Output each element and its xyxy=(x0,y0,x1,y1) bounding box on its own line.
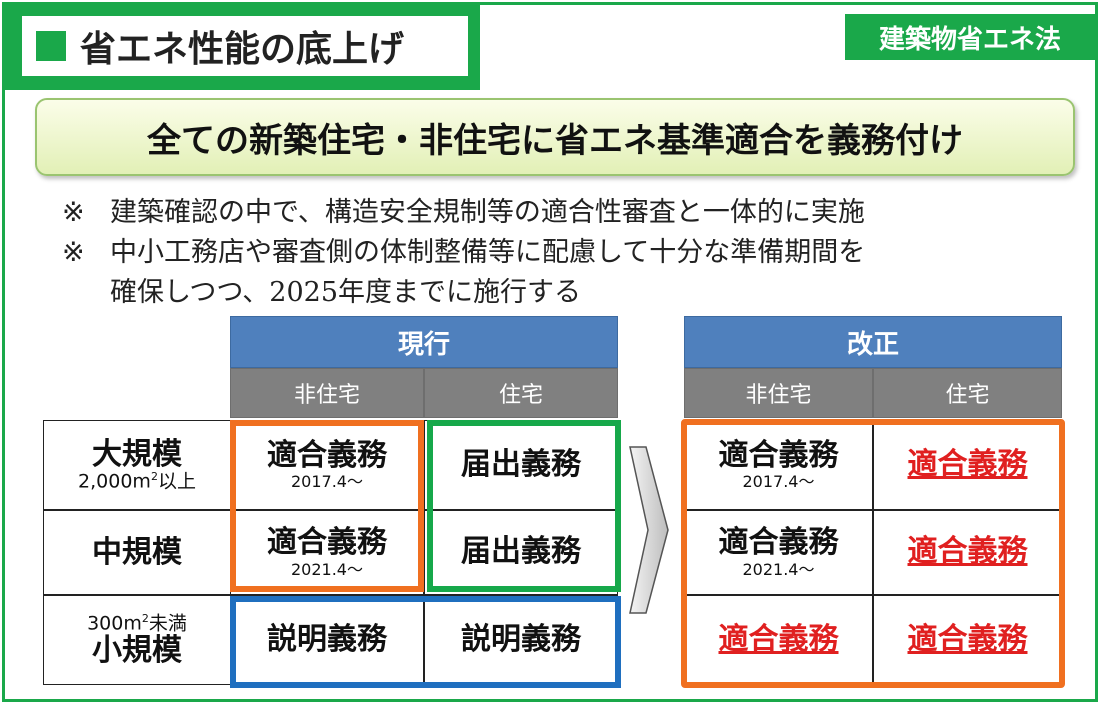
note-2-continued: 確保しつつ、2025年度までに施行する xyxy=(110,277,582,308)
current-col-residential: 住宅 xyxy=(424,368,618,418)
revised-large-residential: 適合義務 xyxy=(873,420,1062,510)
revised-medium-residential: 適合義務 xyxy=(873,510,1062,595)
revised-small-residential: 適合義務 xyxy=(873,595,1062,685)
revised-small-nonresidential: 適合義務 xyxy=(684,595,873,685)
current-medium-residential: 届出義務 xyxy=(424,510,618,595)
row-label-large: 大規模 2,000m2以上 xyxy=(43,420,231,510)
current-header: 現行 xyxy=(230,316,618,368)
current-small-nonresidential: 説明義務 xyxy=(230,595,424,685)
note-1: ※建築確認の中で、構造安全規制等の適合性審査と一体的に実施 xyxy=(62,197,865,228)
current-large-residential: 届出義務 xyxy=(424,420,618,510)
revised-col-nonresidential: 非住宅 xyxy=(684,368,873,418)
reference-mark-icon: ※ xyxy=(62,197,85,228)
page-title: 省エネ性能の底上げ xyxy=(80,29,405,70)
reference-mark-icon: ※ xyxy=(62,237,85,268)
page-frame xyxy=(2,2,1098,702)
current-small-residential: 説明義務 xyxy=(424,595,618,685)
revised-col-residential: 住宅 xyxy=(873,368,1062,418)
law-tag: 建築物省エネ法 xyxy=(845,14,1095,60)
note-2: ※中小工務店や審査側の体制整備等に配慮して十分な準備期間を xyxy=(62,237,866,268)
revised-header: 改正 xyxy=(684,316,1062,368)
current-col-nonresidential: 非住宅 xyxy=(230,368,424,418)
title-banner: 省エネ性能の底上げ xyxy=(2,2,480,90)
arrow-right-icon xyxy=(629,446,669,614)
row-label-small: 300m2未満 小規模 xyxy=(43,595,231,685)
square-bullet-icon xyxy=(36,31,66,61)
row-label-medium: 中規模 xyxy=(43,510,231,595)
headline-banner: 全ての新築住宅・非住宅に省エネ基準適合を義務付け xyxy=(35,98,1075,176)
